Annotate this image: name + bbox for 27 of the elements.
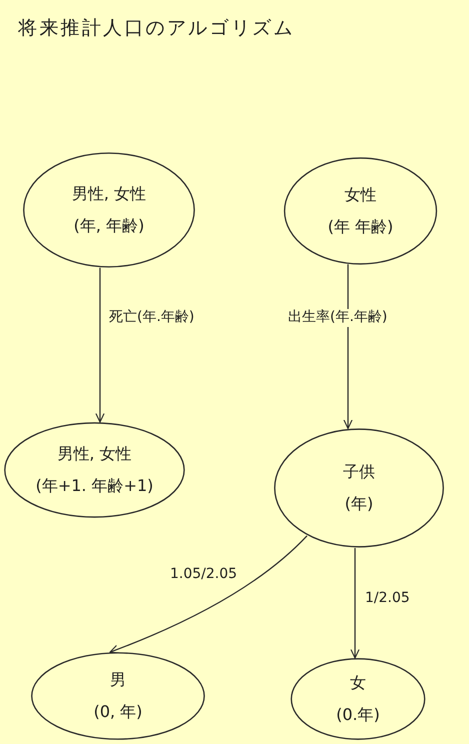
node-title: 男: [110, 670, 126, 690]
node-subtitle: (年 年齢): [328, 217, 394, 237]
node-subtitle: (年, 年齢): [74, 216, 144, 236]
node-title: 子供: [343, 462, 375, 482]
oval-node: [3, 422, 186, 518]
oval-node: [273, 428, 445, 548]
node-title: 女性: [344, 185, 376, 205]
arrow: [350, 548, 360, 659]
diagram-title: 将来推計人口のアルゴリズム: [18, 16, 295, 41]
arrow: [95, 268, 105, 423]
oval-node: [283, 157, 438, 265]
node-title: 男性, 女性: [57, 444, 132, 464]
node-subtitle: (0.年): [336, 705, 380, 725]
node-title: 女: [350, 673, 366, 693]
node-title: 男性, 女性: [72, 184, 146, 204]
edge-label: 1.05/2.05: [169, 566, 238, 584]
node-subtitle: (年+1. 年齢+1): [36, 476, 154, 496]
oval-node: [30, 652, 206, 740]
oval-node: [290, 658, 426, 740]
node-subtitle: (年): [344, 494, 374, 514]
arrow: [343, 264, 353, 430]
edge-label: 出生率(年.年齢): [286, 309, 390, 326]
arrow: [109, 535, 308, 654]
edge-label: 死亡(年.年齢): [108, 309, 196, 326]
node-subtitle: (0, 年): [94, 702, 142, 722]
edge-label: 1/2.05: [364, 590, 411, 608]
oval-node: [22, 152, 196, 268]
